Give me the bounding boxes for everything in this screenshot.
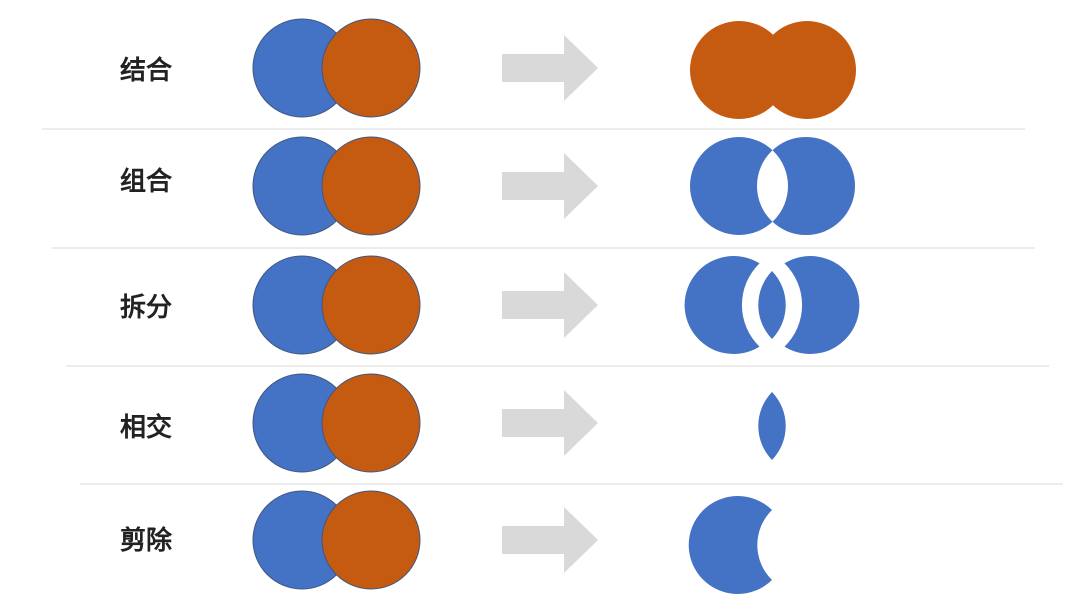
right-arrow-icon [502, 272, 598, 338]
label-intersect: 相交 [120, 412, 172, 443]
row-union: 结合 [120, 18, 856, 119]
row-combine: 组合 [120, 136, 856, 236]
right-circle [321, 255, 421, 355]
overlapping-circles-icon [252, 136, 421, 236]
row-fragment: 拆分 [120, 255, 860, 355]
row-subtract: 剪除 [120, 490, 772, 594]
label-subtract: 剪除 [120, 525, 173, 556]
right-circle [321, 18, 421, 118]
right-circle [321, 490, 421, 590]
result-intersect [758, 392, 786, 460]
result-fragment [684, 255, 860, 354]
row-intersect: 相交 [120, 373, 786, 473]
overlapping-circles-icon [252, 18, 421, 118]
overlapping-circles-icon [252, 490, 421, 590]
right-arrow-icon [502, 507, 598, 573]
overlapping-circles-icon [252, 255, 421, 355]
right-circle [321, 373, 421, 473]
right-arrow-icon [502, 153, 598, 219]
result-union [690, 21, 856, 119]
result-subtract [688, 496, 772, 594]
overlapping-circles-icon [252, 373, 421, 473]
right-circle [321, 136, 421, 236]
right-arrow-icon [502, 390, 598, 456]
result-combine [690, 136, 856, 236]
right-arrow-icon [502, 35, 598, 101]
label-union: 结合 [120, 55, 173, 86]
label-combine: 组合 [120, 166, 173, 197]
label-fragment: 拆分 [120, 293, 172, 323]
